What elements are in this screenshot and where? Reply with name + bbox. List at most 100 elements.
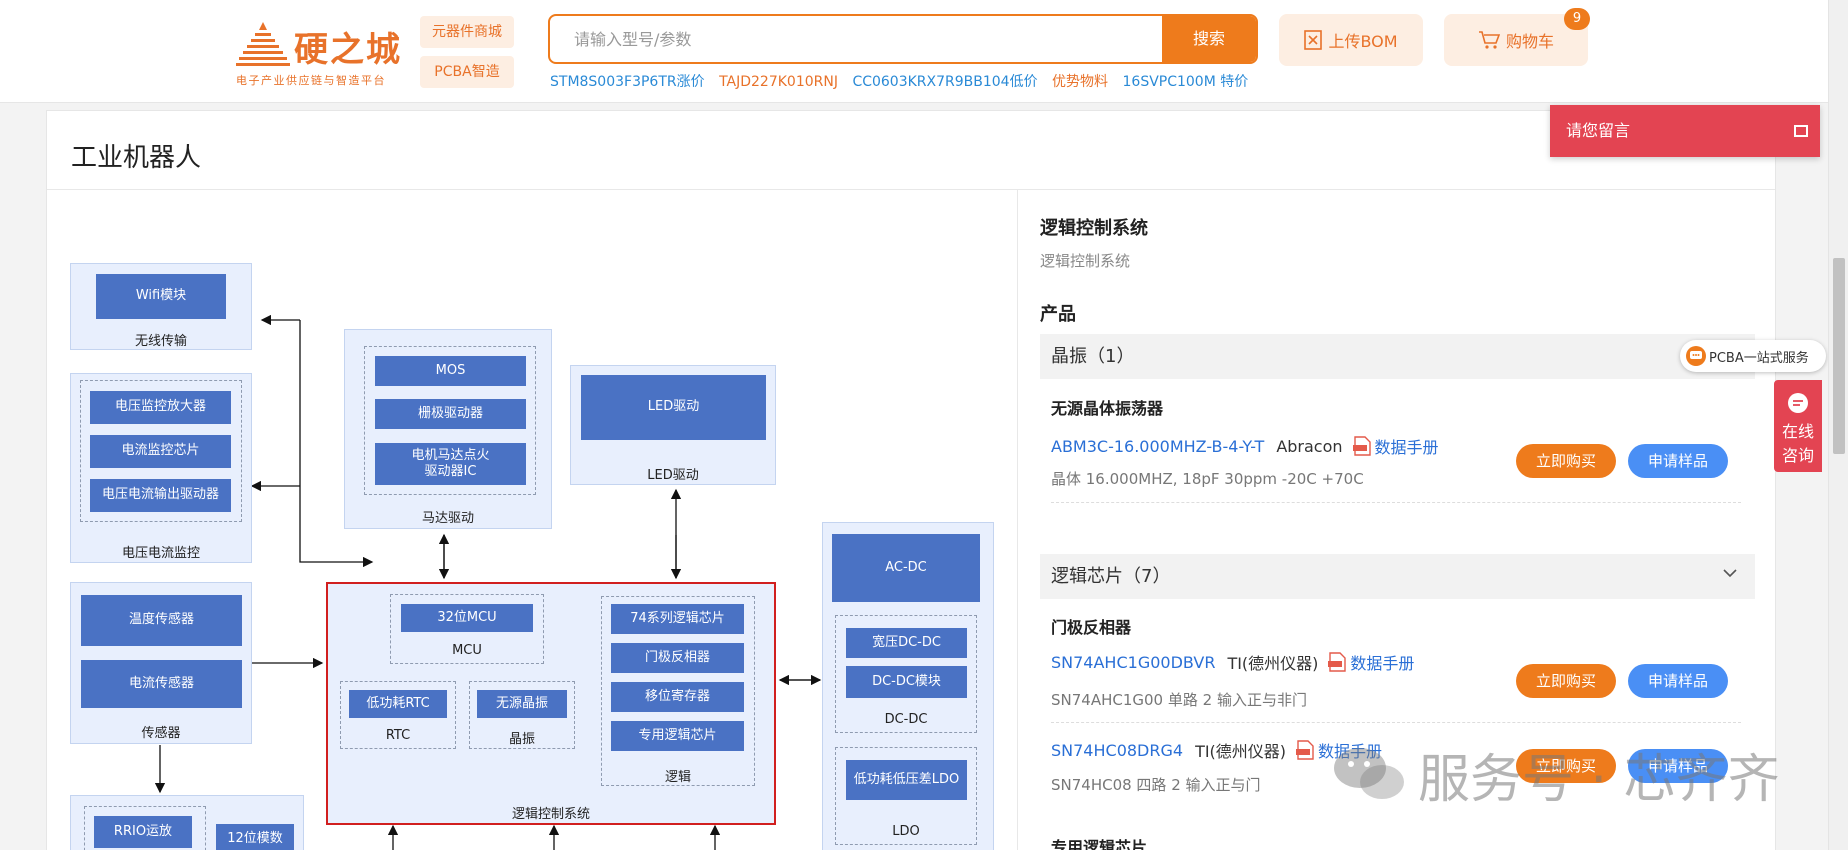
product-description: 晶体 16.000MHZ, 18pF 30ppm -20C +70C [1051, 470, 1364, 488]
search-input[interactable] [550, 16, 1164, 62]
motor-drive-dash [364, 346, 536, 495]
logic-dash [601, 596, 755, 786]
wechat-icon [1334, 748, 1404, 799]
current-sensor-block[interactable]: 电流传感器 [81, 660, 242, 708]
leave-message-label: 请您留言 [1566, 121, 1631, 140]
cart-label: 购物车 [1505, 32, 1554, 51]
rrio-opamp-block[interactable]: RRIO运放 [94, 816, 192, 848]
wireless-label: 无线传输 [134, 334, 187, 349]
logo-subtitle: 电子产业供应链与智造平台 [236, 74, 386, 87]
ldo-label: LDO [892, 824, 920, 839]
watermark: 服务号 · 芯齐齐 [1332, 738, 1792, 810]
site-logo[interactable]: 硬之城 电子产业供应链与智造平台 [236, 20, 406, 88]
nav-components-mall[interactable]: 元器件商城 [420, 16, 514, 48]
mcu-dash [390, 594, 544, 664]
hot-word[interactable]: STM8S003F3P6TR涨价 [550, 74, 705, 90]
maximize-icon[interactable] [1794, 125, 1808, 137]
mcu-32bit-block[interactable]: 32位MCU [401, 604, 533, 632]
scrollbar-thumb[interactable] [1833, 258, 1845, 454]
product-line: ABM3C-16.000MHZ-B-4-Y-T Abracon 数据手册 [1051, 434, 1439, 458]
panel-subtitle: 逻辑控制系统 [1040, 252, 1131, 270]
ldo-block[interactable]: 低功耗低压差LDO [846, 760, 967, 800]
online-consult-button[interactable]: 在线 咨询 [1774, 380, 1822, 472]
ac-dc-block[interactable]: AC-DC [832, 534, 980, 602]
logic-74-series-block[interactable]: 74系列逻辑芯片 [611, 604, 744, 634]
product-type: 无源晶体振荡器 [1051, 399, 1164, 418]
leave-message-bar[interactable]: 请您留言 [1550, 105, 1820, 157]
page-scrollbar[interactable] [1828, 0, 1848, 850]
shift-register-block[interactable]: 移位寄存器 [611, 682, 744, 712]
buy-now-button[interactable]: 立即购买 [1516, 749, 1616, 783]
product-line: SN74AHC1G00DBVR TI(德州仪器) 数据手册 [1051, 650, 1414, 674]
request-sample-button[interactable]: 申请样品 [1628, 664, 1728, 698]
output-driver-block[interactable]: 电压电流输出驱动器 [90, 479, 231, 512]
gate-inverter-block[interactable]: 门极反相器 [611, 643, 744, 673]
hot-word[interactable]: 16SVPC100M 特价 [1122, 74, 1249, 90]
dcdc-module-block[interactable]: DC-DC模块 [846, 666, 967, 698]
logo-title: 硬之城 [294, 30, 402, 70]
led-driver-block[interactable]: LED驱动 [581, 375, 766, 440]
datasheet-link[interactable]: 数据手册 [1318, 738, 1382, 762]
mos-block[interactable]: MOS [375, 356, 526, 386]
buy-now-button[interactable]: 立即购买 [1516, 664, 1616, 698]
adc-12bit-block[interactable]: 12位模数 [216, 824, 294, 850]
category-title: 逻辑芯片（7） [1051, 566, 1171, 587]
chat-icon [1788, 393, 1808, 413]
motor-drive-label: 马达驱动 [421, 511, 474, 526]
mcu-label: MCU [452, 643, 482, 658]
gate-driver-block[interactable]: 栅极驱动器 [375, 399, 526, 429]
special-logic-block[interactable]: 专用逻辑芯片 [611, 721, 744, 751]
cart-icon [1478, 31, 1500, 49]
nav-pcba[interactable]: PCBA智造 [420, 56, 514, 88]
dcdc-dash [835, 615, 977, 733]
led-drive-label: LED驱动 [647, 468, 699, 483]
hot-word[interactable]: CC0603KRX7R9BB104低价 [852, 74, 1038, 90]
power-monitor-label: 电压电流监控 [121, 546, 200, 561]
category-title: 晶振（1） [1051, 346, 1135, 367]
cart-count-badge: 9 [1564, 8, 1590, 30]
wide-voltage-dcdc-block[interactable]: 宽压DC-DC [846, 628, 967, 658]
rtc-block[interactable]: 低功耗RTC [349, 690, 447, 718]
search-button[interactable]: 搜索 [1162, 16, 1256, 62]
manufacturer: Abracon [1276, 436, 1343, 456]
category-crystal-header[interactable]: 晶振（1） [1040, 334, 1755, 379]
vertical-divider [1017, 190, 1018, 850]
hot-word[interactable]: TAJD227K010RNJ [719, 74, 838, 90]
request-sample-button[interactable]: 申请样品 [1628, 444, 1728, 478]
diagram-connectors [154, 314, 822, 850]
current-monitor-block[interactable]: 电流监控芯片 [90, 435, 231, 468]
motor-ignition-ic-block[interactable]: 电机马达点火 驱动器IC [375, 443, 526, 485]
product-line: SN74HC08DRG4 TI(德州仪器) 数据手册 [1051, 738, 1382, 762]
chevron-down-icon [1723, 569, 1737, 578]
category-logic-header[interactable]: 逻辑芯片（7） [1040, 554, 1755, 599]
wifi-module-block[interactable]: Wifi模块 [96, 274, 226, 319]
consult-label-1: 在线 [1781, 422, 1814, 441]
excel-file-icon [1304, 30, 1323, 50]
request-sample-button[interactable]: 申请样品 [1628, 749, 1728, 783]
rtc-dash [340, 681, 456, 749]
manufacturer: TI(德州仪器) [1227, 654, 1319, 673]
divider [47, 189, 1775, 190]
row-divider [1051, 502, 1741, 503]
part-number-link[interactable]: ABM3C-16.000MHZ-B-4-Y-T [1051, 436, 1265, 456]
crystal-block[interactable]: 无源晶振 [477, 690, 567, 718]
part-number-link[interactable]: SN74HC08DRG4 [1051, 740, 1184, 760]
logo-icon [236, 22, 290, 66]
power-monitor-dash [80, 380, 242, 522]
pcba-service-label: PCBA一站式服务 [1709, 350, 1809, 366]
part-number-link[interactable]: SN74AHC1G00DBVR [1051, 652, 1216, 672]
buy-now-button[interactable]: 立即购买 [1516, 444, 1616, 478]
datasheet-link[interactable]: 数据手册 [1350, 654, 1415, 673]
voltage-amp-block[interactable]: 电压监控放大器 [90, 391, 231, 424]
search-box: 搜索 [548, 14, 1258, 64]
temperature-sensor-block[interactable]: 温度传感器 [81, 595, 242, 646]
hot-word[interactable]: 优势物料 [1052, 74, 1109, 90]
upload-bom-button[interactable]: 上传BOM [1279, 14, 1423, 66]
logic-label: 逻辑 [664, 770, 691, 785]
datasheet-link[interactable]: 数据手册 [1374, 438, 1439, 457]
manufacturer: TI(德州仪器) [1195, 742, 1287, 761]
crystal-dash [469, 681, 575, 749]
pcba-service-chip[interactable]: PCBA一站式服务 [1680, 340, 1826, 372]
product-type: 门极反相器 [1051, 618, 1132, 637]
